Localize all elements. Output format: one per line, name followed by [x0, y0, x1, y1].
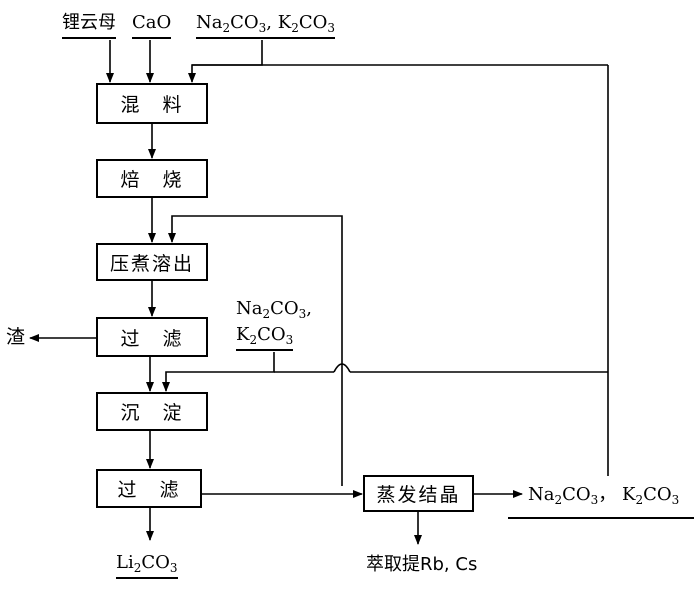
- roast-step-box: 焙 烧: [96, 159, 208, 198]
- carbonate-input-label: Na2CO3, K2CO3: [196, 12, 335, 39]
- reagent-mid-line2: K2CO3: [236, 324, 293, 351]
- mix-step-box: 混 料: [96, 83, 208, 124]
- extract-rb-cs-label: 萃取提Rb, Cs: [366, 554, 477, 576]
- lithium-carbonate-product: Li2CO3: [116, 552, 178, 579]
- arrow-reagent-to-precip: [166, 352, 274, 391]
- raw-material-label: 锂云母: [62, 12, 116, 39]
- filter2-step-box: 过 滤: [96, 469, 202, 508]
- leach-step-box: 压煮溶出: [96, 243, 208, 281]
- arrow-carbonate-to-mix: [192, 40, 262, 82]
- precipitate-step-box: 沉 淀: [96, 392, 208, 431]
- cao-label: CaO: [132, 12, 171, 39]
- recovered-underline: [508, 517, 694, 519]
- residue-label: 渣: [6, 326, 25, 348]
- reagent-mid-line1: Na2CO3,: [236, 298, 312, 320]
- evaporate-step-box: 蒸发结晶: [363, 475, 474, 512]
- filter1-step-box: 过 滤: [96, 317, 208, 357]
- recovered-carbonate-label: Na2CO3， K2CO3: [528, 484, 679, 506]
